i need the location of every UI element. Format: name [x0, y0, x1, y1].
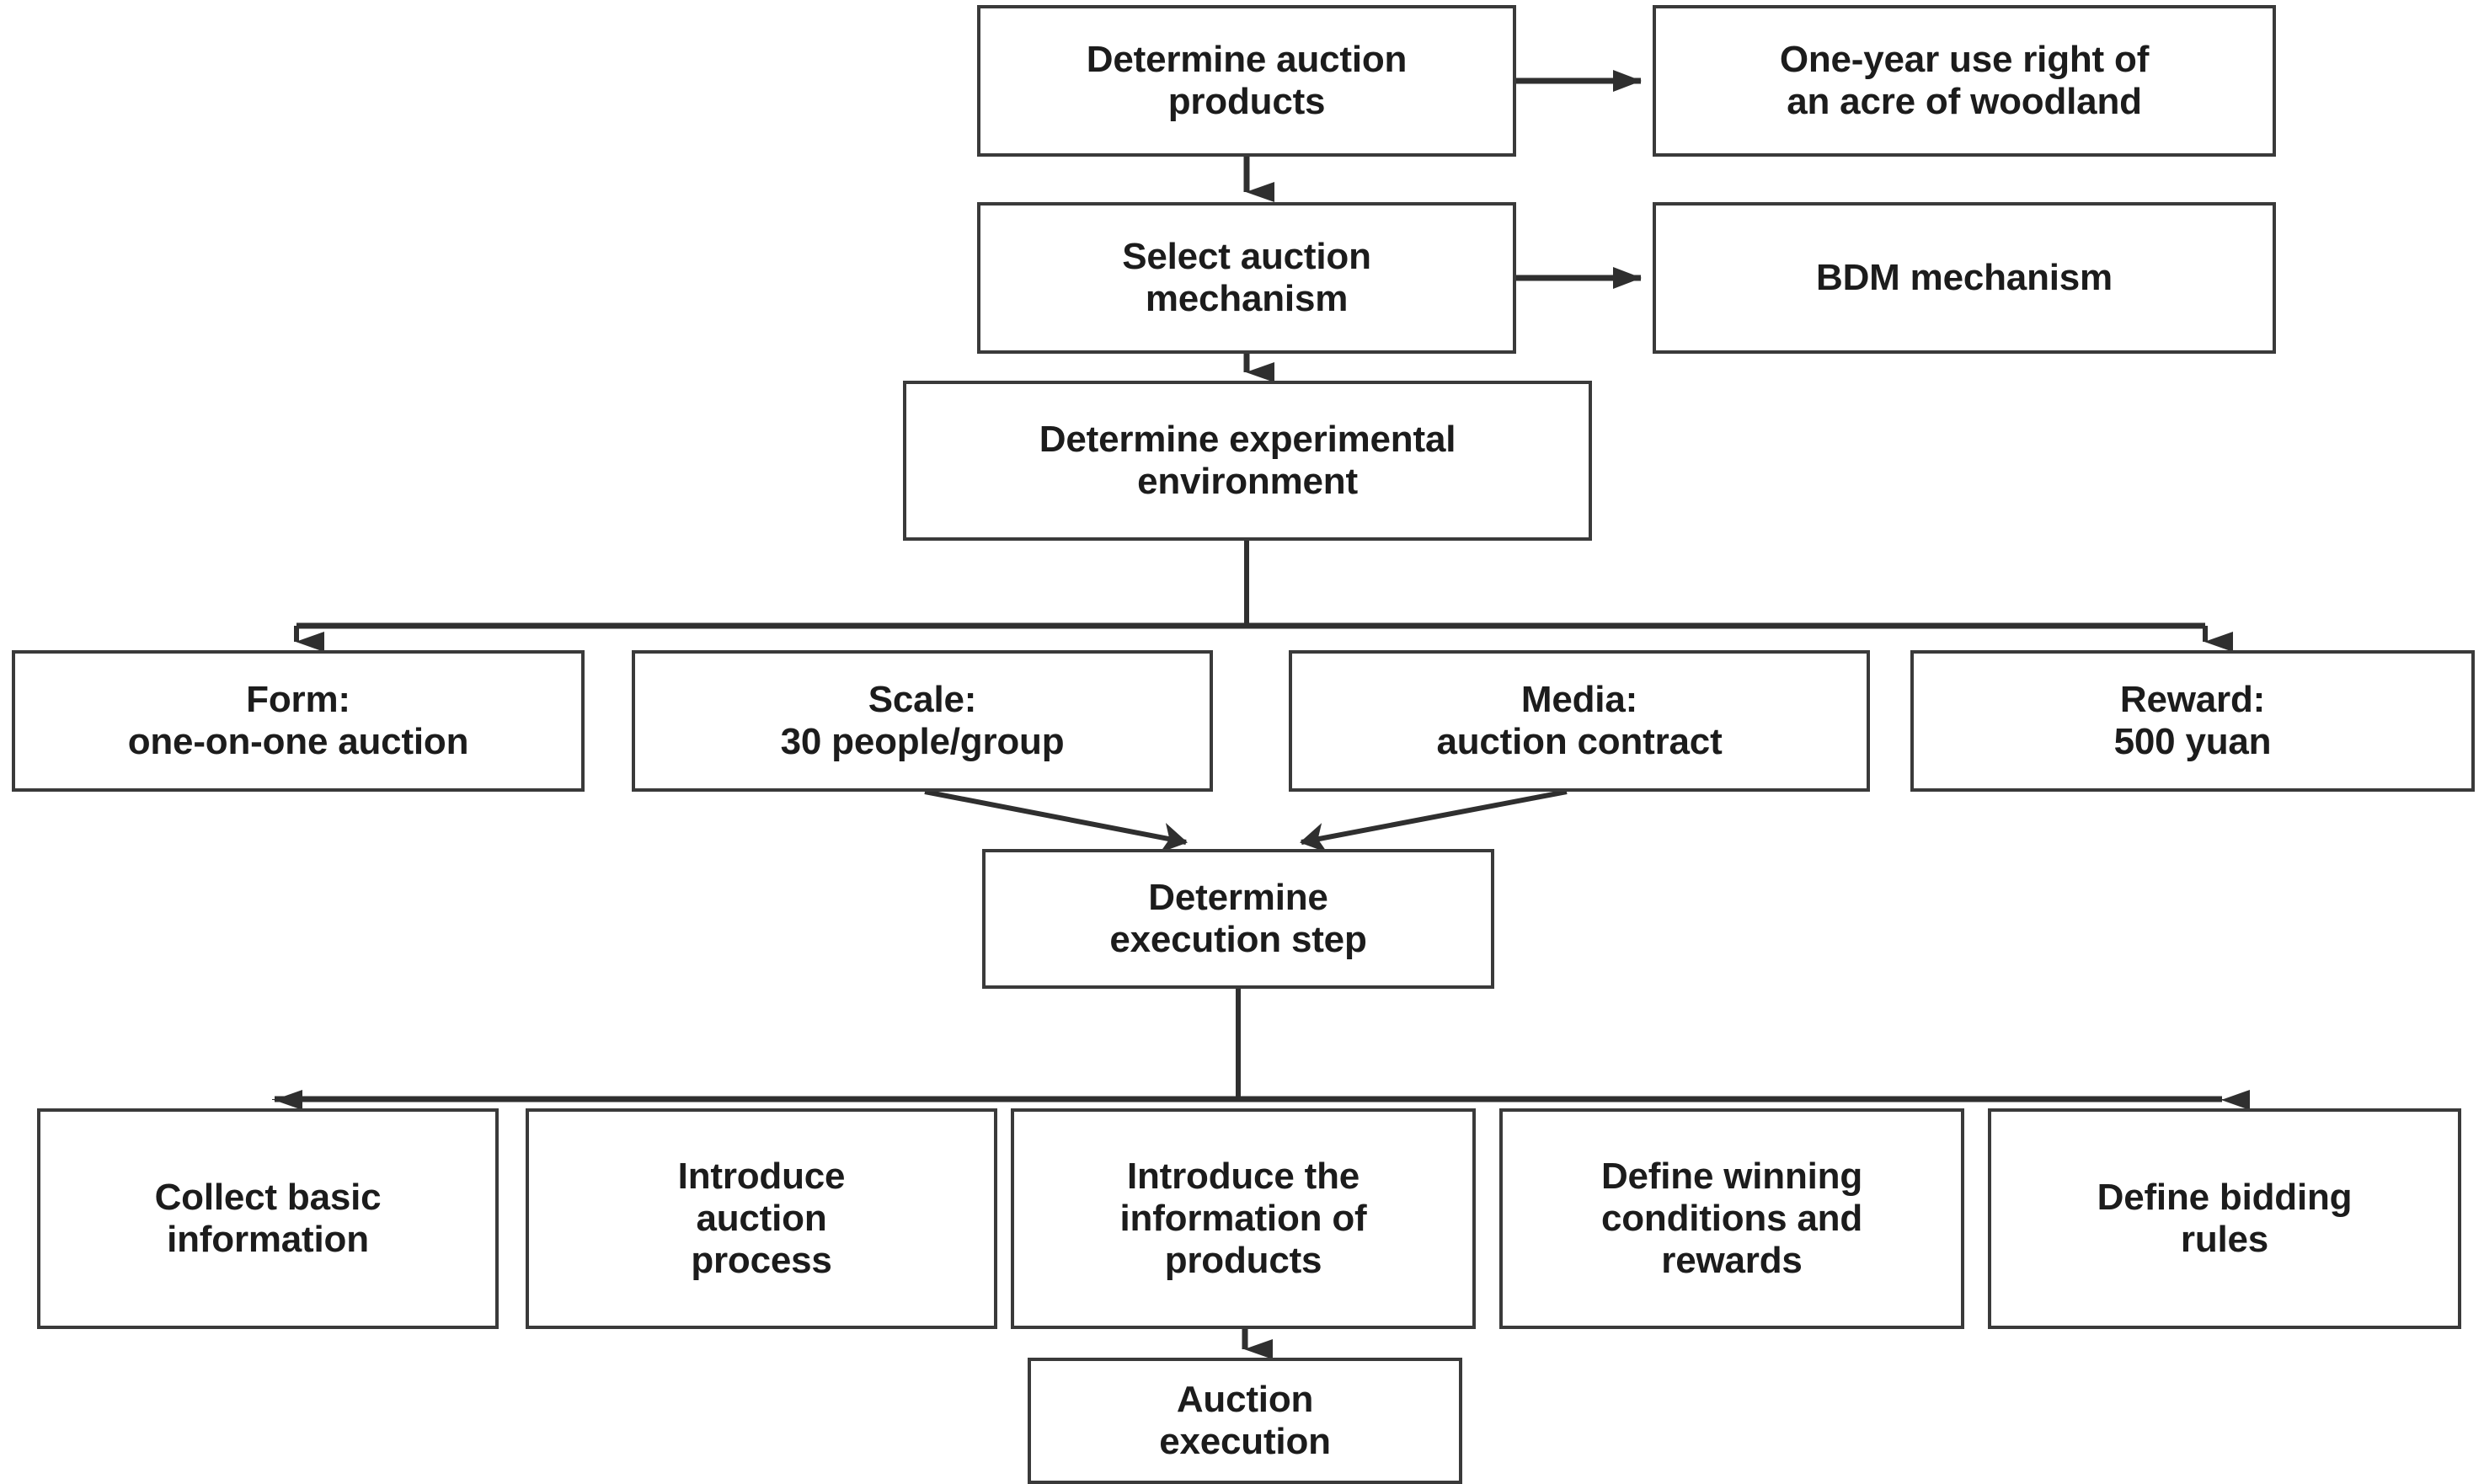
node-label: Select auction mechanism — [1122, 235, 1371, 319]
node-form-one-on-one-auction[interactable]: Form: one-on-one auction — [12, 650, 585, 792]
connector-execution-step-bus — [272, 989, 2250, 1110]
connector-environment-bus — [294, 541, 2233, 652]
node-determine-auction-products[interactable]: Determine auction products — [977, 5, 1516, 157]
connector-media-to-execution-step — [1300, 789, 1568, 853]
node-label: Reward: 500 yuan — [2113, 678, 2272, 762]
node-determine-experimental-environment[interactable]: Determine experimental environment — [903, 381, 1592, 541]
node-media-auction-contract[interactable]: Media: auction contract — [1289, 650, 1870, 792]
node-label: Scale: 30 people/group — [780, 678, 1065, 762]
node-label: Media: auction contract — [1436, 678, 1723, 762]
node-introduce-auction-process[interactable]: Introduce auction process — [526, 1108, 997, 1329]
node-label: Form: one-on-one auction — [127, 678, 469, 762]
node-label: Determine experimental environment — [1039, 418, 1456, 502]
node-label: One-year use right of an acre of woodlan… — [1779, 38, 2150, 122]
node-auction-execution[interactable]: Auction execution — [1028, 1358, 1462, 1484]
node-label: Define bidding rules — [2097, 1176, 2353, 1260]
node-label: Define winning conditions and rewards — [1600, 1155, 1863, 1282]
node-label: Introduce auction process — [677, 1155, 846, 1282]
node-label: Collect basic information — [154, 1176, 382, 1260]
connector-scale-to-execution-step — [924, 789, 1188, 853]
node-one-year-use-right[interactable]: One-year use right of an acre of woodlan… — [1653, 5, 2276, 157]
node-label: BDM mechanism — [1816, 256, 2113, 298]
node-reward-500-yuan[interactable]: Reward: 500 yuan — [1910, 650, 2475, 792]
node-define-winning-conditions-and-rewards[interactable]: Define winning conditions and rewards — [1499, 1108, 1964, 1329]
node-define-bidding-rules[interactable]: Define bidding rules — [1988, 1108, 2461, 1329]
node-determine-execution-step[interactable]: Determine execution step — [982, 849, 1494, 989]
node-label: Determine auction products — [1086, 38, 1408, 122]
node-collect-basic-information[interactable]: Collect basic information — [37, 1108, 499, 1329]
node-introduce-information-of-products[interactable]: Introduce the information of products — [1011, 1108, 1476, 1329]
node-scale-30-people-per-group[interactable]: Scale: 30 people/group — [632, 650, 1213, 792]
node-label: Determine execution step — [1109, 876, 1367, 960]
node-label: Introduce the information of products — [1119, 1155, 1367, 1282]
node-bdm-mechanism[interactable]: BDM mechanism — [1653, 202, 2276, 354]
node-select-auction-mechanism[interactable]: Select auction mechanism — [977, 202, 1516, 354]
node-label: Auction execution — [1159, 1378, 1331, 1462]
